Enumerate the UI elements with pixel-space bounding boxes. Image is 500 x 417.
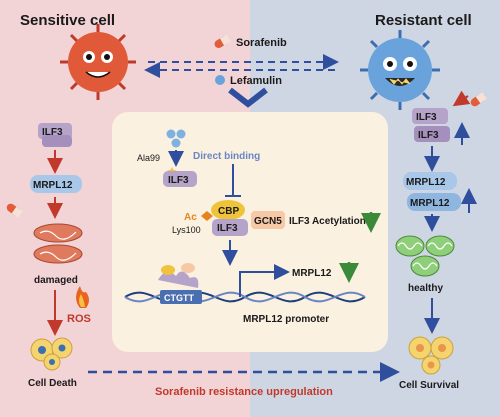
svg-text:CBP: CBP — [218, 206, 239, 217]
lys100-label: Lys100 — [172, 225, 201, 235]
right-mrpl12-node-bottom: MRPL12 — [407, 193, 461, 211]
lefamulin-molecules-icon — [166, 129, 186, 148]
surviving-cells-icon — [408, 336, 454, 375]
cell-death-label: Cell Death — [28, 378, 77, 389]
fire-icon — [76, 286, 89, 308]
chevron-down-icon — [228, 87, 268, 108]
lefamulin-dot-icon — [215, 75, 225, 85]
left-ilf3-node: ILF3 — [38, 123, 72, 147]
svg-text:ILF3: ILF3 — [42, 127, 63, 138]
damaged-mitochondria-icon — [33, 223, 83, 264]
direct-binding-label: Direct binding — [193, 151, 260, 162]
inhibition-line — [225, 164, 241, 197]
lefamulin-label: Lefamulin — [230, 75, 282, 87]
svg-text:ILF3: ILF3 — [418, 130, 439, 141]
healthy-mitochondria-icon — [395, 235, 455, 277]
ctgtt-box: CTGTT — [160, 290, 202, 304]
ac-label: Ac — [184, 212, 197, 223]
svg-text:MRPL12: MRPL12 — [410, 198, 450, 209]
acetyl-diamond-icon — [201, 211, 213, 221]
right-arrow-pill — [452, 90, 471, 107]
transcription-start-arrow — [239, 264, 290, 297]
cbp-node: CBP — [211, 200, 245, 220]
gcn5-node: GCN5 — [251, 211, 285, 229]
right-pill-icon — [470, 92, 487, 107]
ros-label: ROS — [67, 313, 91, 325]
sensitive-cell-title: Sensitive cell — [20, 12, 115, 29]
right-ilf3-node-bottom: ILF3 — [414, 126, 450, 142]
transcription-factor-complex-icon — [158, 263, 199, 288]
promoter-label: MRPL12 promoter — [243, 314, 329, 325]
ilf3-complex-node: ILF3 — [212, 219, 248, 236]
sorafenib-label: Sorafenib — [236, 37, 287, 49]
left-mrpl12-node: MRPL12 — [30, 175, 82, 193]
ala99-label: Ala99 — [137, 153, 160, 163]
svg-text:GCN5: GCN5 — [254, 216, 282, 227]
cell-survival-label: Cell Survival — [399, 380, 459, 391]
svg-text:ILF3: ILF3 — [416, 112, 437, 123]
svg-text:MRPL12: MRPL12 — [406, 177, 446, 188]
right-mrpl12-node-top: MRPL12 — [403, 172, 457, 190]
ilf3-bound-node: ILF3 — [163, 171, 197, 187]
sorafenib-pill-icon — [214, 34, 231, 48]
svg-text:MRPL12: MRPL12 — [33, 180, 73, 191]
right-ilf3-node-top: ILF3 — [412, 108, 448, 124]
bottom-caption: Sorafenib resistance upregulation — [155, 386, 333, 398]
svg-text:CTGTT: CTGTT — [164, 293, 194, 303]
sensitive-virus-icon — [60, 24, 136, 100]
left-pill-icon — [6, 203, 23, 218]
mrpl12-gene-label: MRPL12 — [292, 268, 332, 279]
dead-cells-icon — [30, 337, 73, 371]
healthy-label: healthy — [408, 283, 443, 294]
resistant-virus-icon — [360, 30, 440, 110]
resistant-cell-title: Resistant cell — [375, 12, 472, 29]
acetylation-label: ILF3 Acetylation — [289, 216, 366, 227]
svg-text:ILF3: ILF3 — [168, 175, 189, 186]
damaged-label: damaged — [34, 275, 78, 286]
svg-text:ILF3: ILF3 — [217, 223, 238, 234]
